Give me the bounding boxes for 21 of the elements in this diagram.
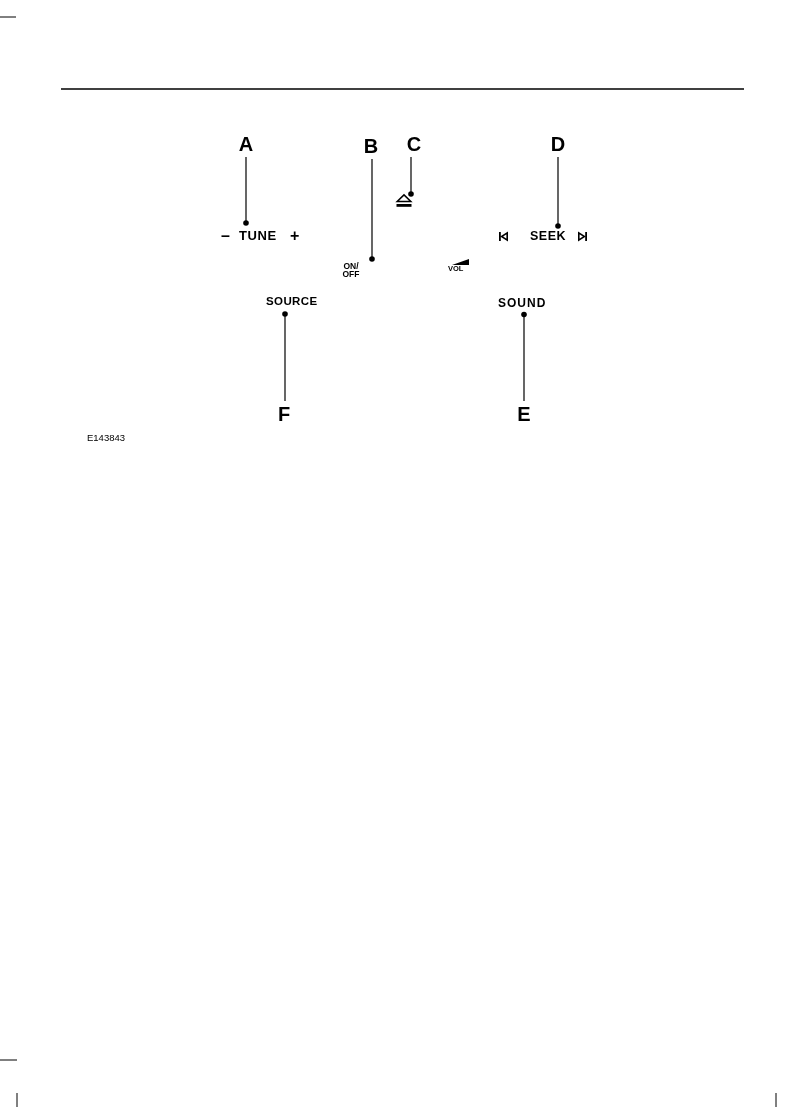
minus-sign: –: [221, 227, 230, 244]
callout-letter: C: [406, 131, 422, 157]
callout-letter: E: [517, 401, 531, 427]
leader-line: [282, 311, 288, 402]
callout-letter: F: [277, 401, 291, 427]
leader-line: [243, 156, 249, 226]
callout-letter: A: [238, 131, 254, 157]
leader-line: [521, 311, 527, 402]
control-label: TUNE: [239, 223, 277, 242]
control-label: SEEK: [530, 226, 567, 243]
eject-icon: [396, 194, 412, 207]
plus-sign: +: [290, 227, 300, 244]
leader-line: [555, 156, 561, 229]
callout-letter: B: [363, 133, 379, 159]
leader-line: [408, 156, 414, 197]
leader-line: [369, 158, 375, 262]
control-label: ON/ OFF: [341, 259, 375, 278]
callout-letter: D: [550, 131, 566, 157]
control-label: SOUND: [498, 296, 547, 315]
figure-code: E143843: [87, 433, 126, 443]
control-label: SOURCE: [266, 295, 318, 314]
